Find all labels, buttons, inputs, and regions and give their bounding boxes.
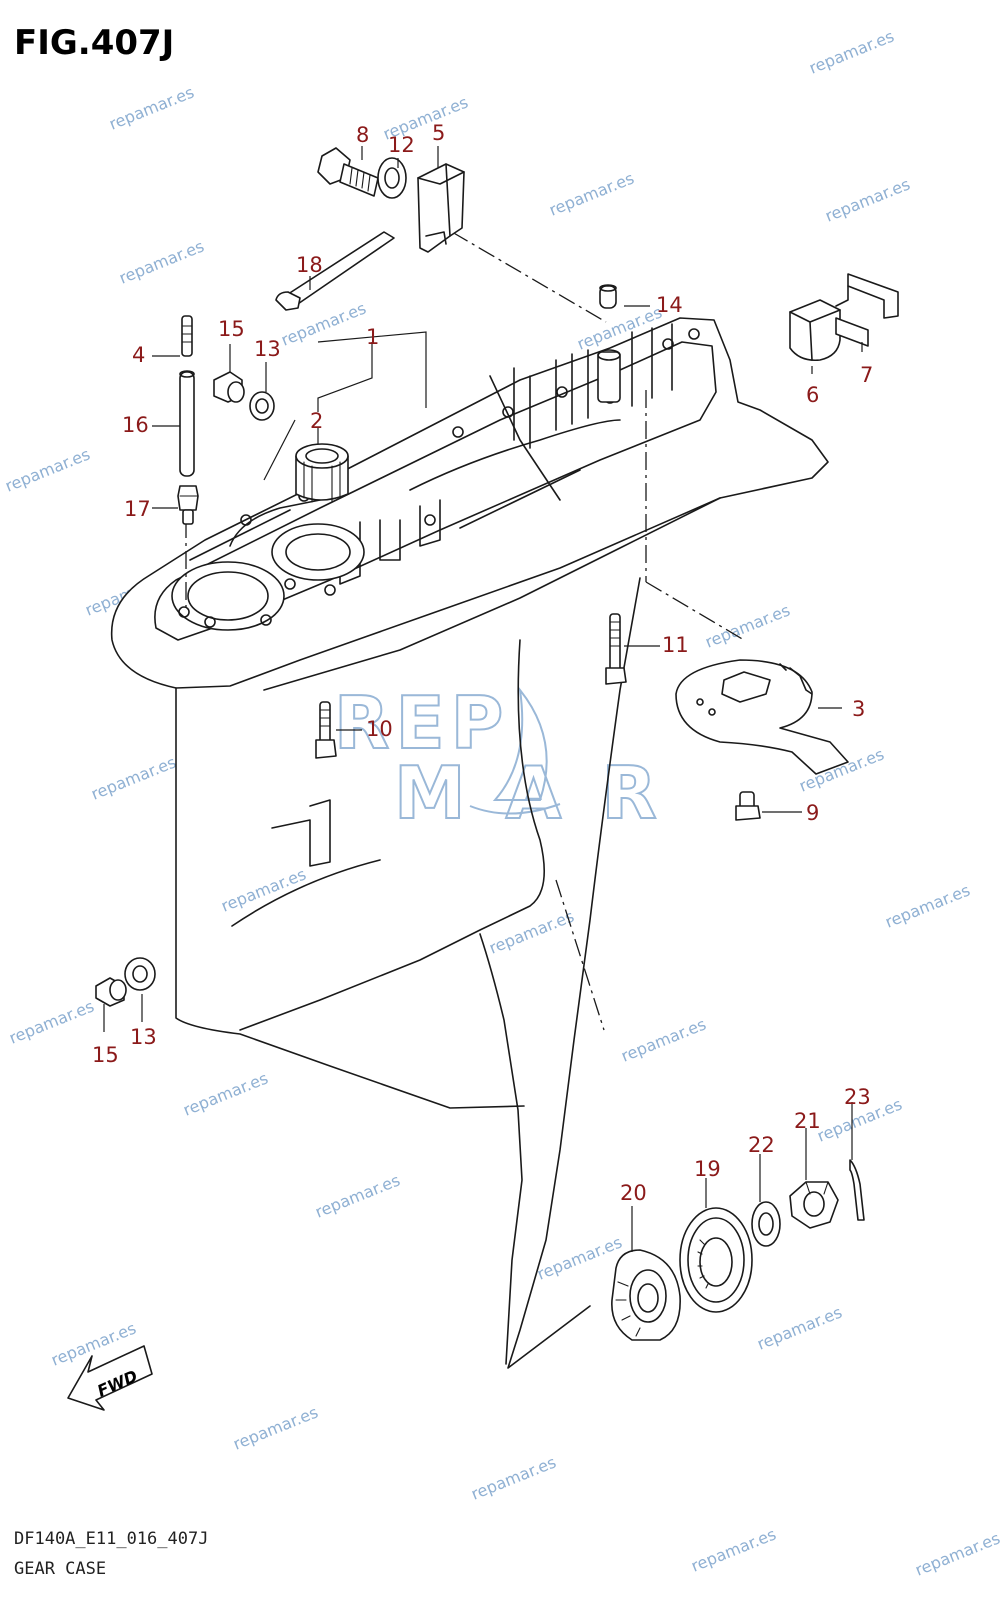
figure-title: FIG.407J bbox=[14, 23, 174, 63]
watermark-text: repamar.es bbox=[6, 996, 96, 1047]
bolt-part-10 bbox=[315, 701, 337, 759]
callout-13: 13 bbox=[254, 337, 281, 361]
tube-part-16 bbox=[179, 370, 195, 477]
callout-12: 12 bbox=[388, 133, 415, 157]
hub-part-19 bbox=[679, 1207, 753, 1313]
guide-line bbox=[555, 879, 605, 1031]
callout-11: 11 bbox=[662, 633, 689, 657]
watermark-text: repamar.es bbox=[912, 1528, 1000, 1579]
watermark-text: repamar.es bbox=[230, 1402, 320, 1453]
screw-part-9 bbox=[735, 791, 761, 821]
callout-13-lower: 13 bbox=[130, 1025, 157, 1049]
spacer-part-20 bbox=[611, 1249, 681, 1341]
callout-19: 19 bbox=[694, 1157, 721, 1181]
callout-9: 9 bbox=[806, 801, 819, 825]
figure-caption: GEAR CASE bbox=[14, 1559, 106, 1579]
plug-part-15 bbox=[213, 371, 245, 403]
bushing-part-2 bbox=[295, 443, 349, 503]
logo-wave bbox=[469, 803, 561, 815]
cable-tie-part-18 bbox=[275, 231, 395, 311]
watermark-text: repamar.es bbox=[754, 1302, 844, 1353]
watermark-text: repamar.es bbox=[882, 880, 972, 931]
washer-part-22 bbox=[751, 1201, 781, 1247]
callout-15-lower: 15 bbox=[92, 1043, 119, 1067]
callout-15: 15 bbox=[218, 317, 245, 341]
guide-line bbox=[645, 581, 745, 641]
nut-part-21 bbox=[789, 1181, 839, 1229]
callout-2: 2 bbox=[310, 409, 323, 433]
cotter-pin-part-23 bbox=[849, 1159, 865, 1221]
watermark-text: repamar.es bbox=[546, 168, 636, 219]
watermark-text: repamar.es bbox=[312, 1170, 402, 1221]
logo-text-top: REP bbox=[334, 681, 509, 765]
callout-10: 10 bbox=[366, 717, 393, 741]
callout-20: 20 bbox=[620, 1181, 647, 1205]
watermark-text: repamar.es bbox=[688, 1524, 778, 1575]
fitting-part-17 bbox=[177, 485, 199, 525]
logo-sail bbox=[492, 686, 548, 801]
callout-8: 8 bbox=[356, 123, 369, 147]
callout-22: 22 bbox=[748, 1133, 775, 1157]
guide-line bbox=[451, 231, 607, 323]
callout-23: 23 bbox=[844, 1085, 871, 1109]
leader-lines bbox=[103, 146, 863, 1252]
callout-labels: 8 12 5 18 14 6 7 4 15 13 1 2 16 17 11 3 … bbox=[92, 121, 873, 1205]
washer-part-13 bbox=[249, 391, 275, 421]
logo-text-bottom: MAR bbox=[394, 751, 697, 835]
watermark-text: repamar.es bbox=[180, 1068, 270, 1119]
watermark-text: repamar.es bbox=[88, 752, 178, 803]
bolt-part-11 bbox=[605, 613, 627, 685]
callout-7: 7 bbox=[860, 363, 873, 387]
callout-18: 18 bbox=[296, 253, 323, 277]
bolt-part-8 bbox=[317, 147, 379, 197]
watermark-text: repamar.es bbox=[806, 26, 896, 77]
callout-5: 5 bbox=[432, 121, 445, 145]
block-part-5 bbox=[417, 163, 465, 253]
repamar-logo: REP MAR bbox=[333, 680, 697, 836]
callout-1: 1 bbox=[366, 325, 379, 349]
watermark-text: repamar.es bbox=[534, 1232, 624, 1283]
watermark-text: repamar.es bbox=[116, 236, 206, 287]
anode-part-3 bbox=[675, 659, 849, 775]
watermark-text: repamar.es bbox=[702, 600, 792, 651]
plug-part-15-lower bbox=[95, 977, 127, 1007]
bracket-part-7 bbox=[835, 273, 899, 347]
callout-16: 16 bbox=[122, 413, 149, 437]
washer-part-12 bbox=[377, 157, 407, 199]
fitting-part-4 bbox=[181, 315, 193, 357]
callout-3: 3 bbox=[852, 697, 865, 721]
watermark-text: repamar.es bbox=[822, 174, 912, 225]
callout-4: 4 bbox=[132, 343, 145, 367]
watermark-text: repamar.es bbox=[486, 906, 576, 957]
dowel-pin-part-14 bbox=[599, 284, 617, 309]
watermark-text: repamar.es bbox=[618, 1014, 708, 1065]
gear-case-housing bbox=[110, 317, 829, 1369]
callout-14: 14 bbox=[656, 293, 683, 317]
figure-code: DF140A_E11_016_407J bbox=[14, 1529, 208, 1549]
watermark-text: repamar.es bbox=[2, 444, 92, 495]
callout-17: 17 bbox=[124, 497, 151, 521]
callout-21: 21 bbox=[794, 1109, 821, 1133]
watermark-text: repamar.es bbox=[106, 82, 196, 133]
cap-part-6 bbox=[789, 299, 841, 362]
washer-part-13-lower bbox=[124, 957, 156, 991]
callout-6: 6 bbox=[806, 383, 819, 407]
watermark-text: repamar.es bbox=[468, 1452, 558, 1503]
